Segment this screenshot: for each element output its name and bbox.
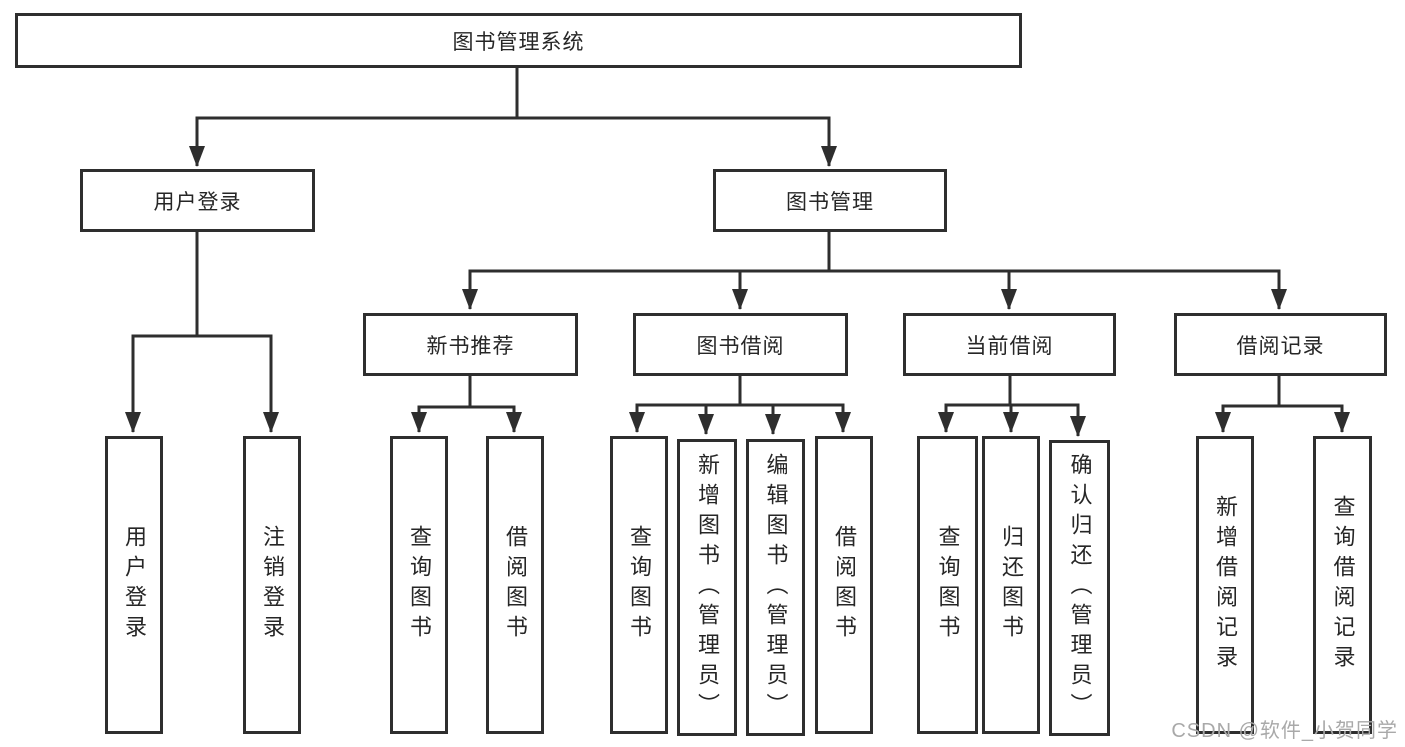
csdn-watermark: CSDN @软件_小贺同学: [1171, 720, 1398, 742]
node-book-borrow: 图书借阅: [633, 313, 848, 376]
edge-new-book-rec-to-children: [411, 376, 522, 433]
node-leaf-query-book-2: 查询图书: [610, 436, 668, 734]
node-leaf-confirm-return-admin: 确认归还（管理员）: [1049, 440, 1110, 736]
edge-root-to-level2: [189, 68, 837, 167]
node-user-login: 用户登录: [80, 169, 315, 232]
node-leaf-query-borrow-record: 查询借阅记录: [1313, 436, 1372, 734]
node-leaf-query-book-3: 查询图书: [917, 436, 978, 734]
node-book-mgmt: 图书管理: [713, 169, 947, 232]
node-current-borrow: 当前借阅: [903, 313, 1116, 376]
node-root: 图书管理系统: [15, 13, 1022, 68]
node-leaf-return-book: 归还图书: [982, 436, 1040, 734]
node-leaf-edit-book-admin: 编辑图书（管理员）: [746, 439, 805, 736]
node-leaf-logout: 注销登录: [243, 436, 301, 734]
node-leaf-add-borrow-record: 新增借阅记录: [1196, 436, 1254, 734]
node-leaf-borrow-book-1: 借阅图书: [486, 436, 544, 734]
node-borrow-record: 借阅记录: [1174, 313, 1387, 376]
node-leaf-add-book-admin: 新增图书（管理员）: [677, 439, 737, 736]
node-leaf-borrow-book-2: 借阅图书: [815, 436, 873, 734]
edge-book-mgmt-to-children: [462, 232, 1287, 310]
node-leaf-user-login: 用户登录: [105, 436, 163, 734]
edge-current-borrow-to-children: [938, 376, 1086, 437]
edge-borrow-record-to-children: [1215, 376, 1350, 433]
node-new-book-rec: 新书推荐: [363, 313, 578, 376]
edge-book-borrow-to-children: [629, 376, 851, 435]
node-leaf-query-book-1: 查询图书: [390, 436, 448, 734]
edge-user-login-to-children: [125, 232, 279, 433]
